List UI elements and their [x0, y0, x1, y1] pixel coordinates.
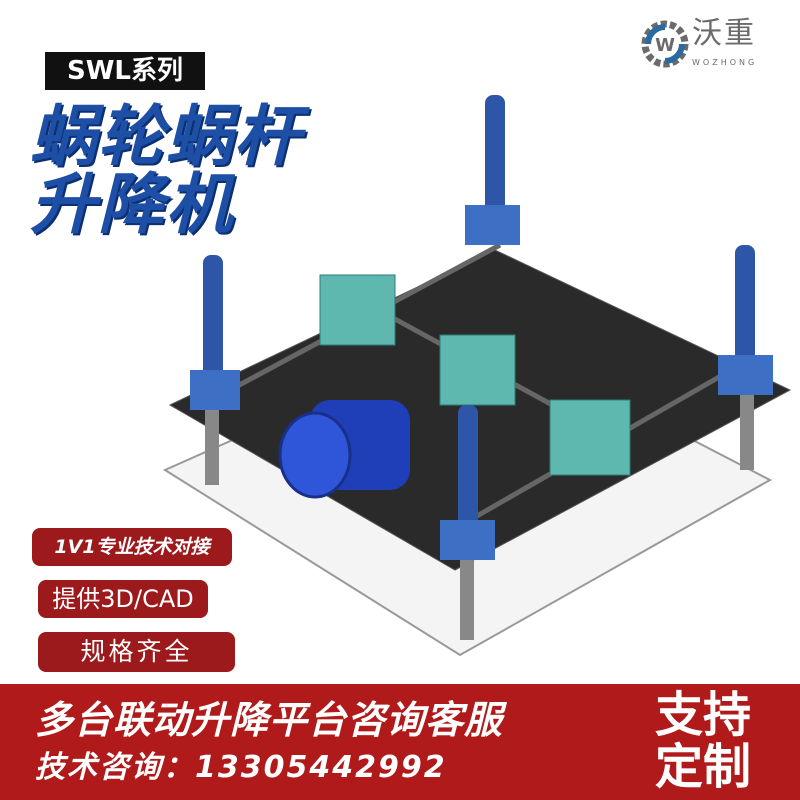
lift-platform-illustration — [162, 95, 792, 657]
custom-line-1: 支持 — [655, 687, 752, 743]
footer-headline: 多台联动升降平台咨询客服 — [35, 698, 504, 742]
footer-bar — [0, 684, 800, 800]
badge-full-specs: 规格齐全 — [38, 632, 235, 672]
screw-jacks — [190, 95, 773, 640]
logo-letter: W — [655, 35, 675, 56]
title-line-2: 升降机 — [30, 166, 234, 243]
gear-logo-icon: W — [641, 20, 689, 68]
brand-subtitle: WOZHONG — [692, 58, 758, 67]
badge-1v1-support: 1V1专业技术对接 — [32, 528, 232, 566]
gearboxes — [319, 274, 631, 476]
brand-name: 沃重 — [692, 16, 756, 51]
title-line-1: 蜗轮蜗杆 — [30, 98, 302, 175]
series-badge: SWL系列 — [45, 52, 205, 90]
brand-logo: W — [640, 14, 690, 74]
motor — [278, 400, 410, 499]
footer-phone: 技术咨询：13305442992 — [35, 750, 447, 785]
custom-line-2: 定制 — [655, 739, 752, 795]
badge-3d-cad: 提供3D/CAD — [38, 580, 208, 618]
